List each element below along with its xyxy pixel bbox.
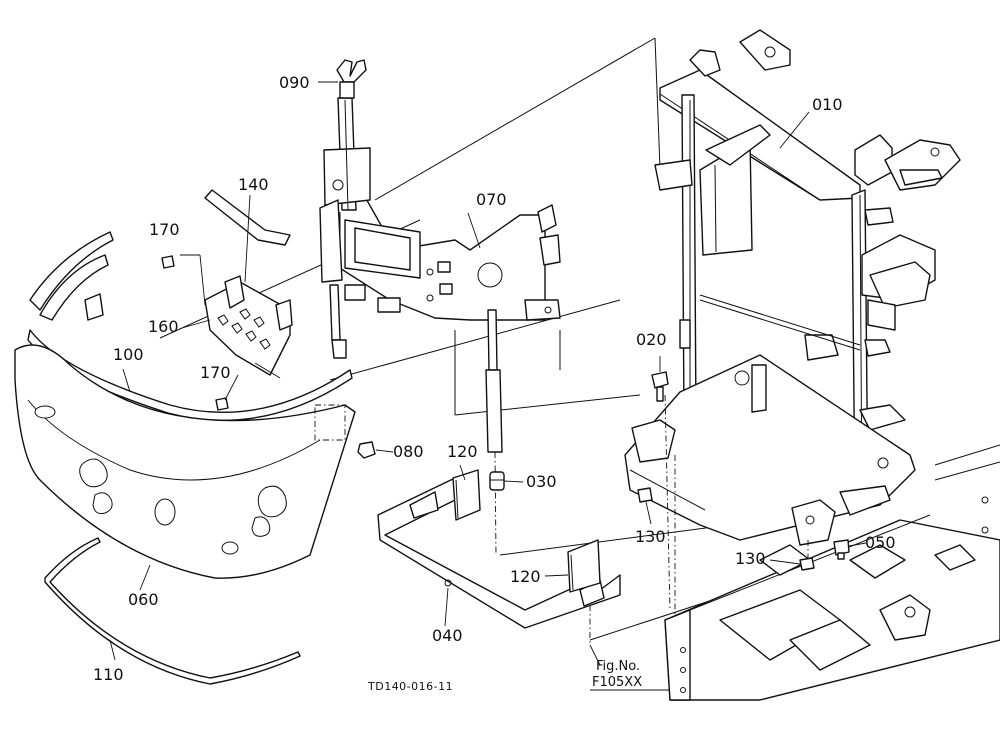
part-120-pad-right [567, 539, 601, 593]
callout-120-left: 120 [447, 442, 478, 461]
callout-130-left: 130 [635, 527, 666, 546]
callout-040: 040 [432, 626, 463, 645]
callout-140: 140 [238, 175, 269, 194]
part-010-front-frame [624, 29, 961, 615]
part-060-front-grille [14, 344, 356, 579]
callout-120-right: 120 [510, 567, 541, 586]
callout-170-upper: 170 [149, 220, 180, 239]
part-080-nut [357, 441, 376, 459]
part-130-bolt-right [799, 557, 815, 571]
part-020-bolt [651, 371, 669, 402]
figure-reference: Fig.No. F105XX [590, 659, 670, 691]
callout-110: 110 [93, 665, 124, 684]
part-050-bolt [833, 539, 850, 560]
drawing-code: TD140-016-11 [367, 680, 453, 693]
callout-060: 060 [128, 590, 159, 609]
callout-130-right: 130 [735, 549, 766, 568]
part-070-bracket [334, 187, 561, 556]
part-170-bolt-upper [161, 255, 175, 269]
part-060-mesh-patches [34, 405, 287, 555]
callout-170-lower: 170 [200, 363, 231, 382]
callout-080: 080 [393, 442, 424, 461]
part-120-pad-left [452, 469, 481, 521]
part-110-lower-seal [44, 537, 301, 685]
callout-010: 010 [812, 95, 843, 114]
callout-090: 090 [279, 73, 310, 92]
part-callouts: 090 010 070 140 170 160 100 170 020 080 … [93, 73, 896, 684]
callout-050: 050 [865, 533, 896, 552]
tractor-chassis [664, 444, 1000, 701]
fig-no-value: F105XX [592, 675, 642, 690]
leader-lines [109, 81, 867, 666]
part-030-grommet [489, 471, 505, 491]
callout-100: 100 [113, 345, 144, 364]
callout-070: 070 [476, 190, 507, 209]
part-170-bolt-lower [215, 397, 229, 411]
part-160-grille-bracket [204, 275, 293, 379]
fig-no-label: Fig.No. [596, 659, 640, 674]
part-140-seal-strip [204, 189, 291, 246]
callout-020: 020 [636, 330, 667, 349]
part-130-bolt-left [637, 487, 653, 503]
callout-160: 160 [148, 317, 179, 336]
part-090-wing-nut [336, 59, 367, 99]
part-160-mesh [217, 308, 271, 350]
part-rod-upper [319, 97, 371, 359]
callout-030: 030 [526, 472, 557, 491]
